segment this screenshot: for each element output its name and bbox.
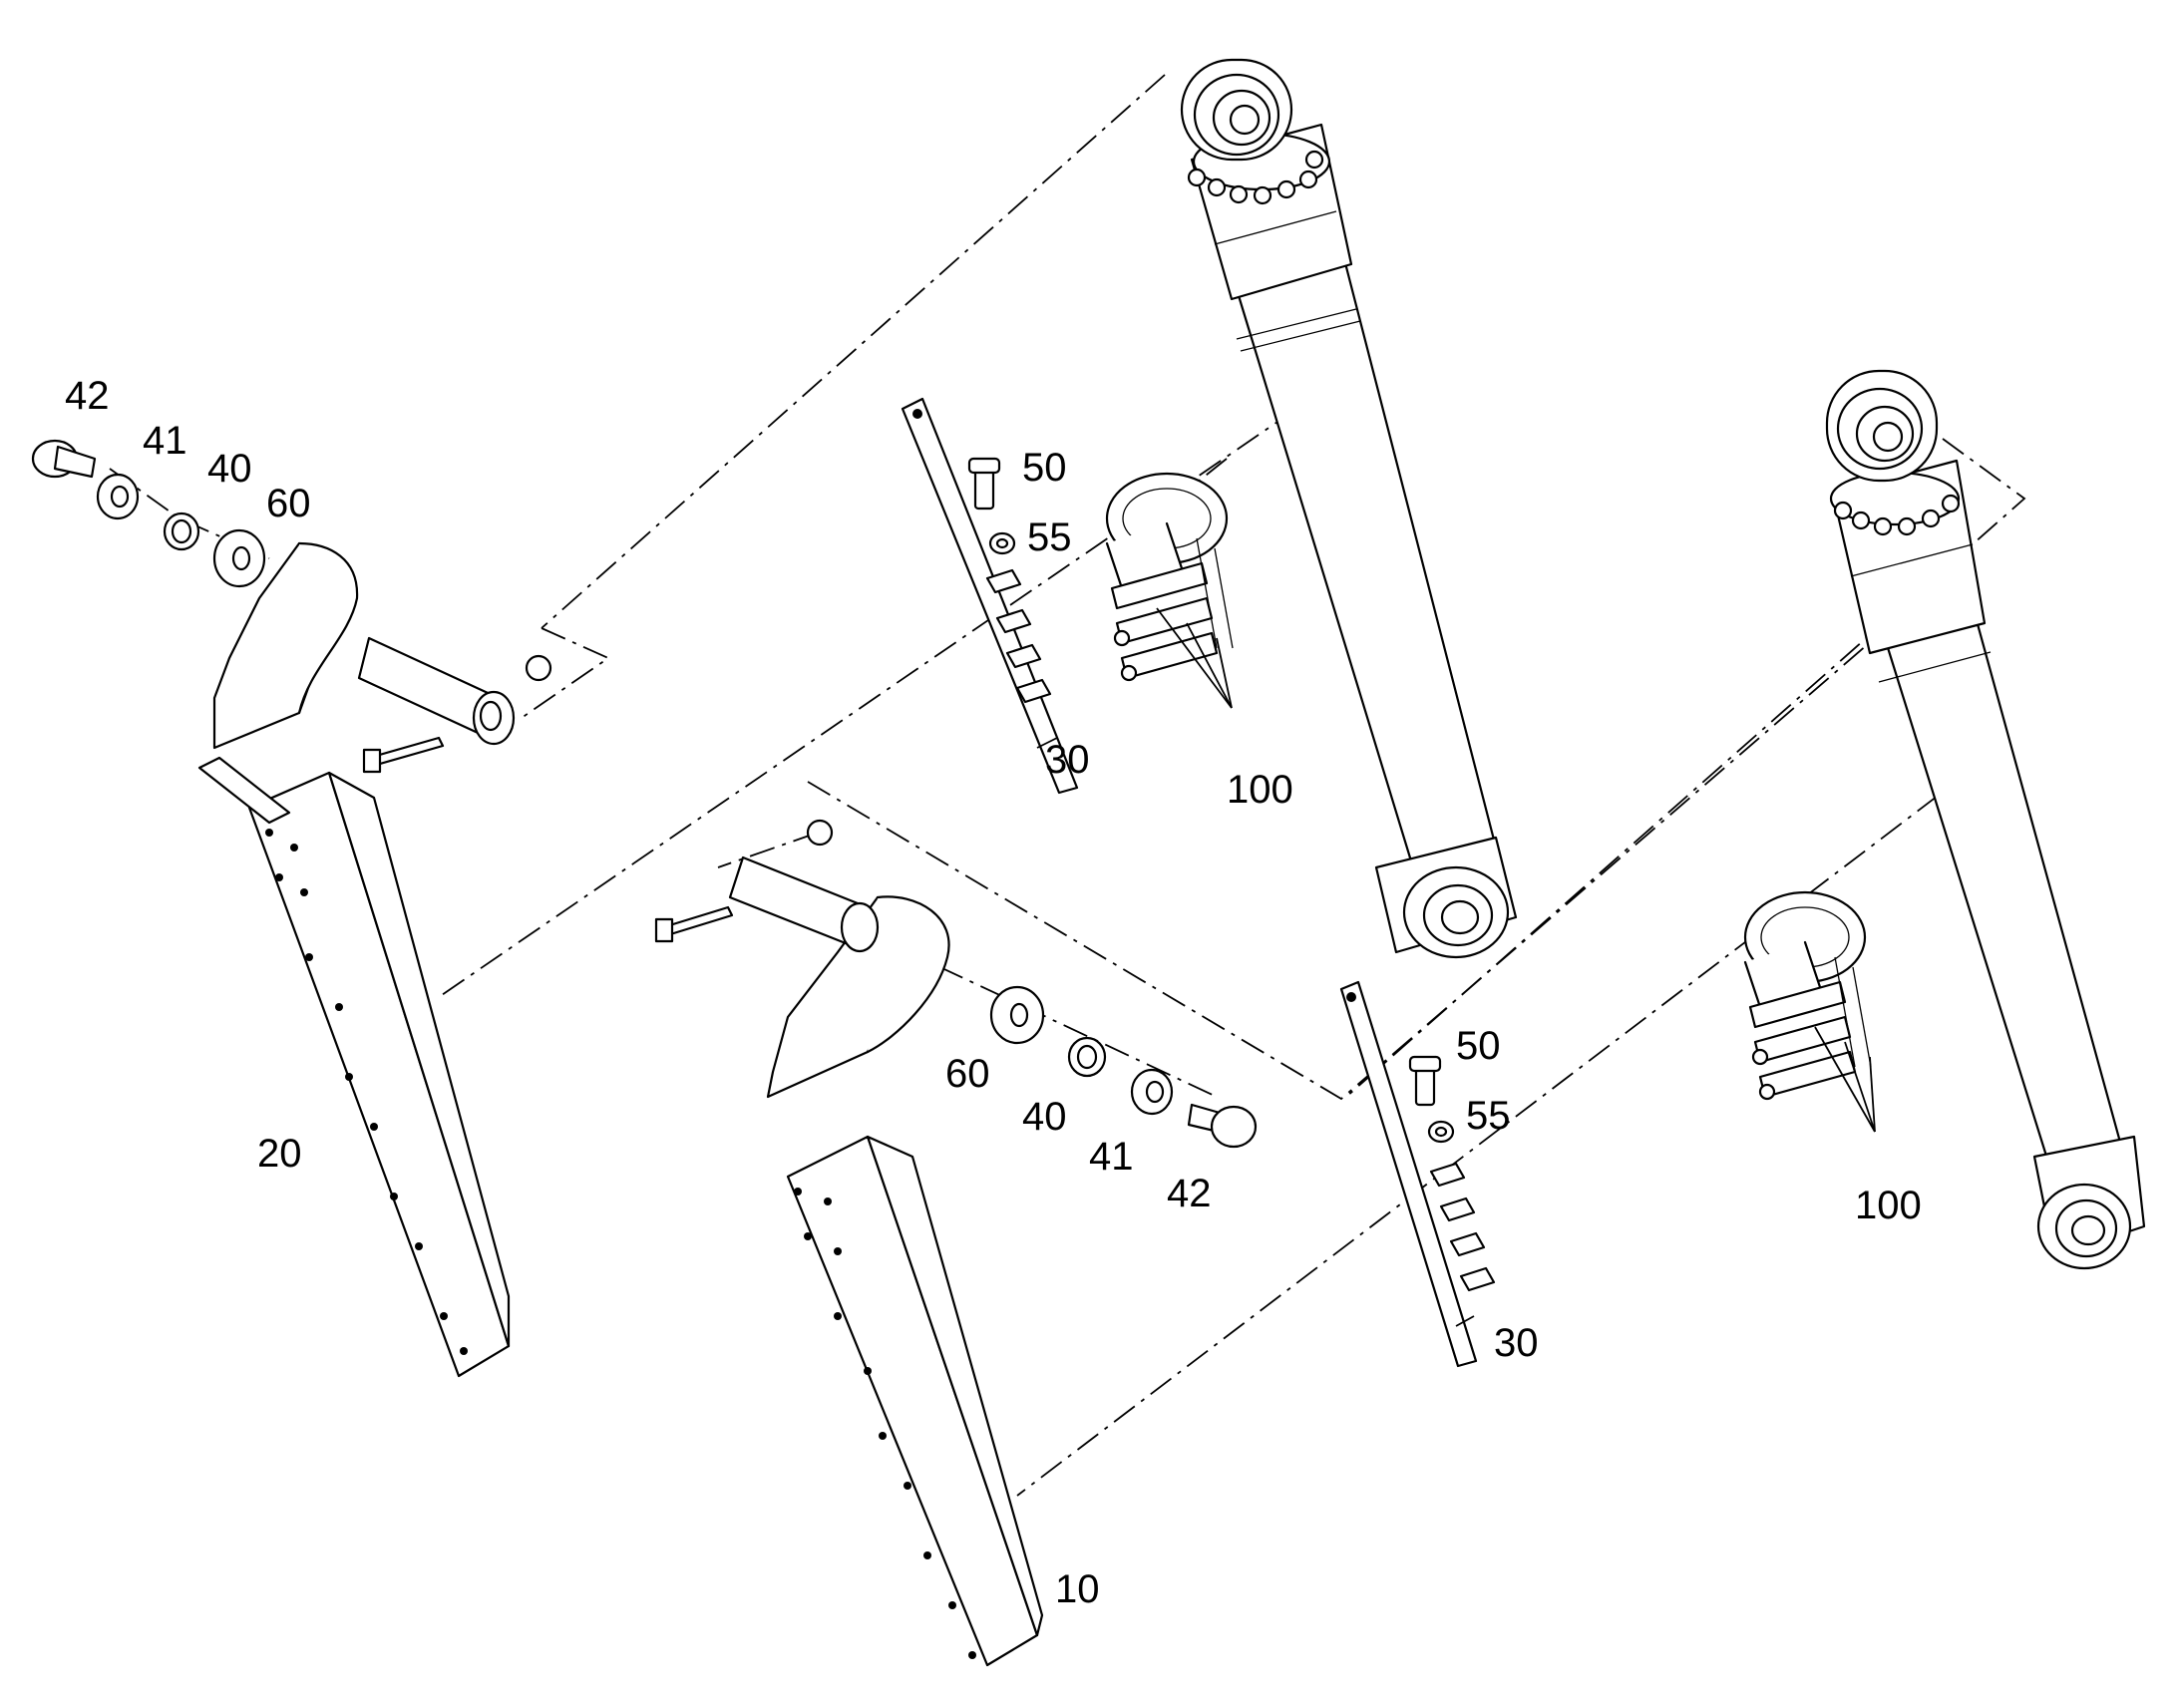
bolt-50-left <box>967 457 1001 511</box>
callout-labels: 42 41 40 60 20 50 55 30 100 60 40 41 42 … <box>65 374 1922 1611</box>
leader-lines <box>1036 607 1876 1327</box>
hose-bracket-30-right <box>1339 980 1496 1368</box>
bolt-right <box>661 905 734 937</box>
arm-holes <box>794 1188 976 1659</box>
callout-50-left: 50 <box>1022 446 1067 490</box>
callout-20: 20 <box>257 1132 302 1176</box>
head-bolts <box>1833 494 1961 536</box>
callout-60-left: 60 <box>266 482 311 525</box>
fastener-stack-left <box>31 439 266 588</box>
callout-100-right: 100 <box>1855 1184 1922 1227</box>
hose-clamp-set-100-right <box>1743 890 1872 1101</box>
rod-eye-top <box>1180 58 1293 162</box>
washer-60-right <box>989 985 1045 1045</box>
washer-55-left <box>988 531 1016 555</box>
rod-eye-top <box>1825 369 1939 483</box>
washer-40-left <box>163 512 200 551</box>
clip-row <box>1429 1162 1496 1292</box>
callout-41-left: 41 <box>143 419 187 463</box>
support-arm-10 <box>766 895 1044 1667</box>
fastener-stack-right <box>989 985 1258 1149</box>
pin-right <box>654 819 880 953</box>
callout-42-left: 42 <box>65 374 110 418</box>
pin-left <box>357 636 552 774</box>
hose-clamp-set-100-left <box>1105 472 1234 682</box>
base-eye-bottom <box>1374 836 1518 959</box>
callout-50-right: 50 <box>1456 1024 1501 1068</box>
callout-42-right: 42 <box>1167 1172 1212 1215</box>
washer-41-right <box>1130 1068 1174 1116</box>
arm-holes <box>265 829 468 1355</box>
callout-30-left: 30 <box>1045 738 1090 782</box>
callout-41-right: 41 <box>1089 1135 1134 1179</box>
hydraulic-cylinder-left <box>1180 58 1518 959</box>
support-arm-20 <box>197 541 511 1378</box>
bolt-50-right <box>1408 1055 1442 1107</box>
callout-30-right: 30 <box>1494 1321 1539 1365</box>
hydraulic-cylinder-right <box>1825 369 2146 1270</box>
washer-41-left <box>96 473 140 520</box>
base-eye-bottom <box>2032 1135 2146 1270</box>
callout-55-right: 55 <box>1466 1094 1511 1138</box>
callout-100-left: 100 <box>1227 768 1293 812</box>
callout-55-left: 55 <box>1027 515 1072 559</box>
callout-10: 10 <box>1055 1567 1100 1611</box>
bolt-42-right <box>1187 1103 1258 1149</box>
callout-60-right: 60 <box>945 1052 990 1096</box>
washer-55-right <box>1427 1120 1455 1144</box>
washer-60-left <box>212 528 266 588</box>
callout-40-left: 40 <box>207 447 252 491</box>
head-bolts <box>1187 150 1324 205</box>
callout-40-right: 40 <box>1022 1095 1067 1139</box>
bolt-42-left <box>31 439 97 479</box>
hose-bracket-30-left <box>901 397 1079 795</box>
washer-40-right <box>1067 1036 1107 1078</box>
clip-row <box>985 568 1052 704</box>
cylinder-tube <box>1883 611 2126 1184</box>
